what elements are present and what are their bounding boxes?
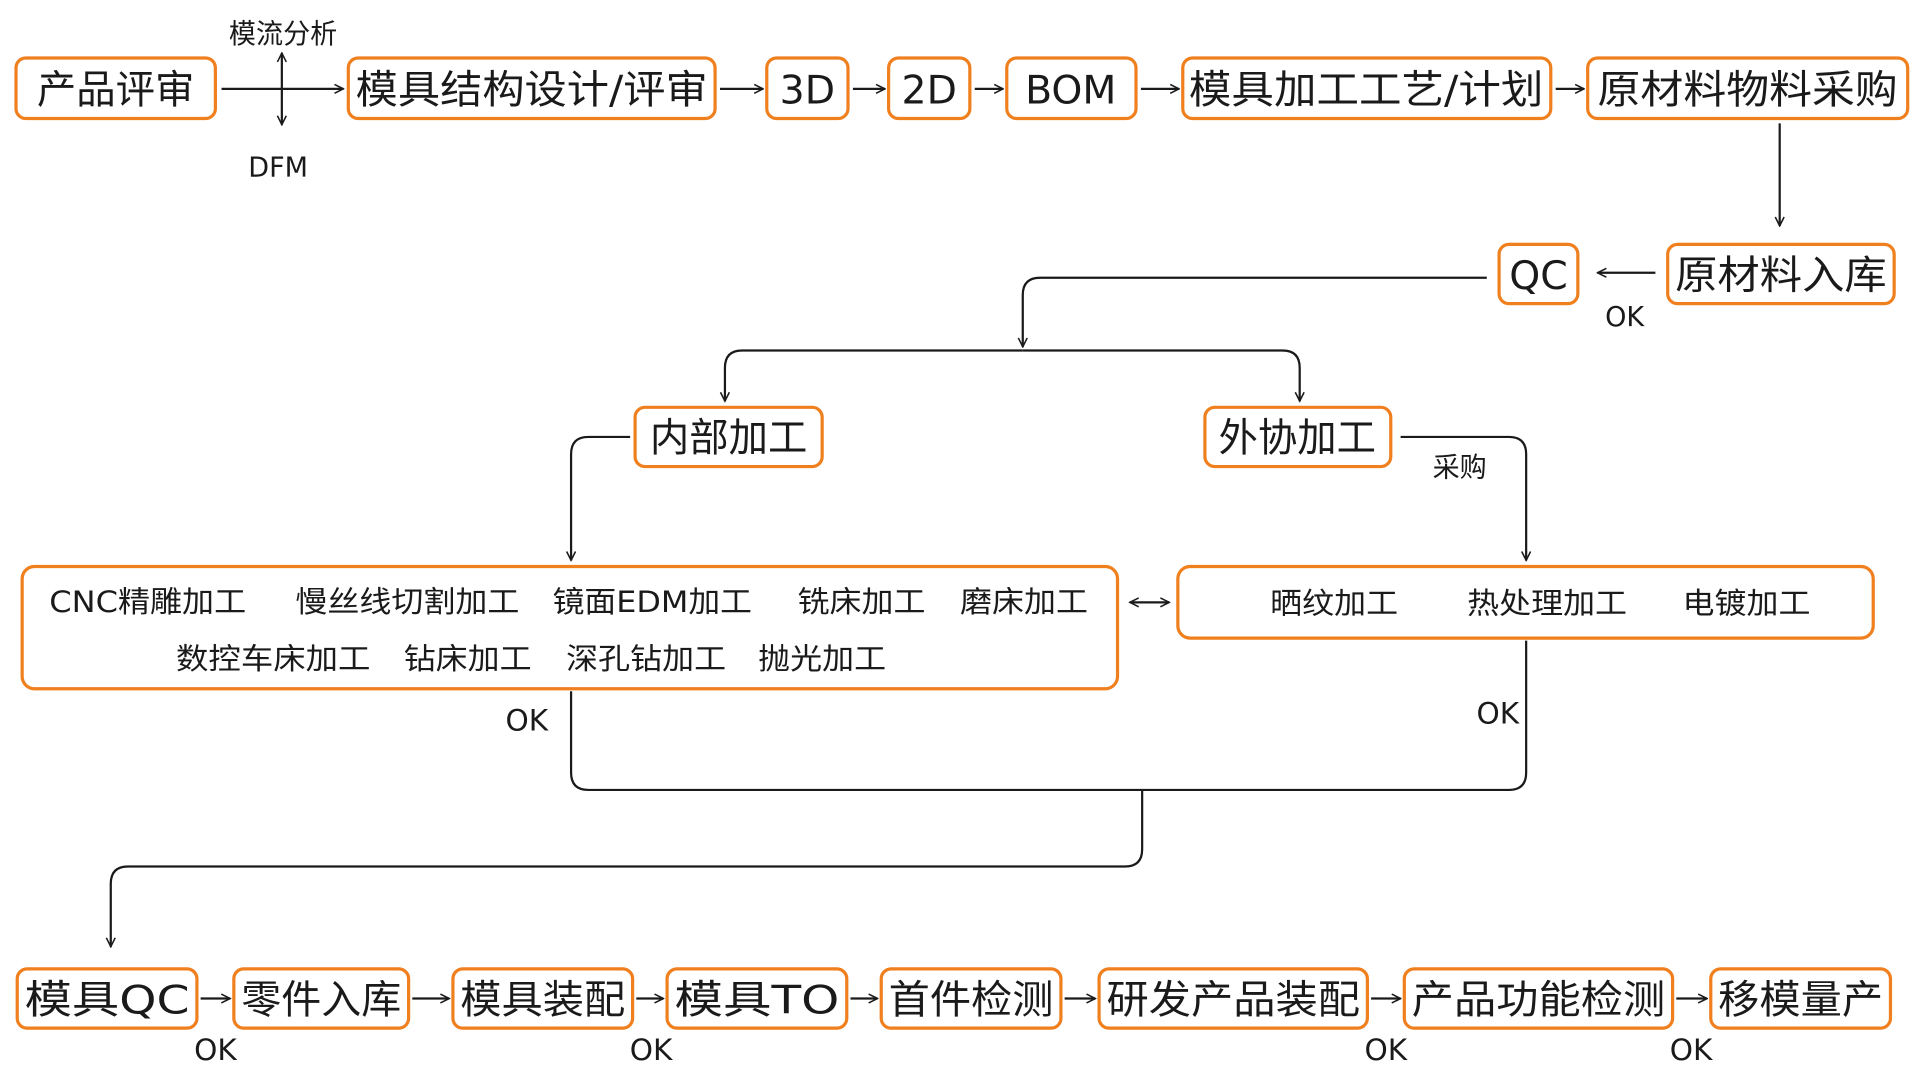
external-item: 晒纹加工 [1270, 586, 1398, 620]
node-label: 首件检测 [889, 977, 1054, 1023]
external-items-row: 晒纹加工 热处理加工 电镀加工 [1270, 586, 1810, 620]
internal-item: 钻床加工 [404, 642, 532, 676]
node-parts-storage[interactable]: 零件入库 [232, 967, 411, 1030]
node-label: 产品功能检测 [1412, 977, 1666, 1023]
node-mass-production[interactable]: 移模量产 [1709, 967, 1893, 1030]
node-mold-process-plan[interactable]: 模具加工工艺/计划 [1181, 56, 1553, 121]
node-label: 原材料入库 [1675, 253, 1887, 299]
node-3d[interactable]: 3D [765, 56, 850, 121]
internal-item: 镜面EDM加工 [553, 585, 752, 619]
node-label: 模具结构设计/评审 [356, 68, 708, 114]
node-label: 零件入库 [241, 977, 401, 1023]
node-qc[interactable]: QC [1497, 242, 1580, 306]
arrow-qc-to-branch [1023, 276, 1487, 347]
node-label: 研发产品装配 [1106, 977, 1360, 1023]
node-label: QC [1509, 253, 1568, 299]
node-label: 模具TO [674, 977, 839, 1023]
node-label: 3D [780, 68, 835, 114]
node-internal-processing[interactable]: 内部加工 [633, 405, 824, 469]
ok-label: OK [194, 1033, 238, 1067]
arrow-to-internal [725, 349, 1023, 402]
internal-item: 磨床加工 [960, 585, 1088, 619]
node-label: BOM [1025, 68, 1116, 114]
purchase-label: 采购 [1433, 452, 1487, 483]
internal-item: 铣床加工 [798, 585, 926, 619]
arrow-to-external [1022, 349, 1300, 402]
node-rd-product-assembly[interactable]: 研发产品装配 [1097, 967, 1369, 1030]
internal-items-row2: 数控车床加工钻床加工深孔钻加工抛光加工 [176, 642, 886, 676]
node-product-review[interactable]: 产品评审 [14, 56, 217, 121]
node-bom[interactable]: BOM [1005, 56, 1138, 121]
node-material-purchase[interactable]: 原材料物料采购 [1586, 56, 1910, 121]
arrow-external-to-items [1400, 435, 1527, 560]
arrow-internal-to-items [571, 435, 631, 560]
node-2d[interactable]: 2D [887, 56, 972, 121]
node-first-article-inspection[interactable]: 首件检测 [879, 967, 1063, 1030]
node-label: 原材料物料采购 [1598, 68, 1898, 114]
ok-label: OK [630, 1033, 674, 1067]
node-label: 外协加工 [1218, 416, 1376, 462]
node-outsourced-processing[interactable]: 外协加工 [1203, 405, 1393, 469]
node-label: 产品评审 [37, 68, 195, 114]
internal-items-row1: CNC精雕加工 慢丝线切割加工镜面EDM加工 铣床加工磨床加工 [49, 585, 1088, 619]
ok-label: OK [1365, 1033, 1409, 1067]
node-mold-qc[interactable]: 模具QC [15, 967, 199, 1030]
external-item: 电镀加工 [1682, 586, 1810, 620]
node-label: 移模量产 [1718, 977, 1883, 1023]
node-label: 2D [902, 68, 957, 114]
internal-item: 深孔钻加工 [566, 642, 726, 676]
merge-connector [569, 640, 1528, 792]
node-label: 模具加工工艺/计划 [1189, 68, 1543, 114]
internal-item: 慢丝线切割加工 [295, 585, 519, 619]
internal-ok-label: OK [505, 704, 549, 738]
node-raw-material-storage[interactable]: 原材料入库 [1666, 242, 1896, 306]
node-label: 模具QC [25, 977, 190, 1023]
external-processing-items [1176, 564, 1875, 640]
node-mold-structure-design[interactable]: 模具结构设计/评审 [346, 56, 717, 121]
node-product-function-test[interactable]: 产品功能检测 [1402, 967, 1675, 1030]
internal-item: CNC精雕加工 [49, 585, 246, 619]
node-mold-to[interactable]: 模具TO [665, 967, 849, 1030]
arrow-merge-to-mold-qc [111, 789, 1144, 947]
node-mold-assembly[interactable]: 模具装配 [451, 967, 635, 1030]
qc-ok-label: OK [1605, 302, 1645, 333]
internal-processing-items [20, 564, 1120, 691]
external-item: 热处理加工 [1467, 586, 1627, 620]
external-ok-label: OK [1477, 696, 1521, 730]
mold-flow-analysis-label: 模流分析 [229, 19, 337, 50]
node-label: 模具装配 [460, 977, 625, 1023]
ok-label: OK [1670, 1033, 1714, 1067]
internal-item: 抛光加工 [758, 642, 886, 676]
node-label: 内部加工 [650, 416, 808, 462]
internal-item: 数控车床加工 [176, 642, 370, 676]
dfm-label: DFM [248, 152, 308, 183]
